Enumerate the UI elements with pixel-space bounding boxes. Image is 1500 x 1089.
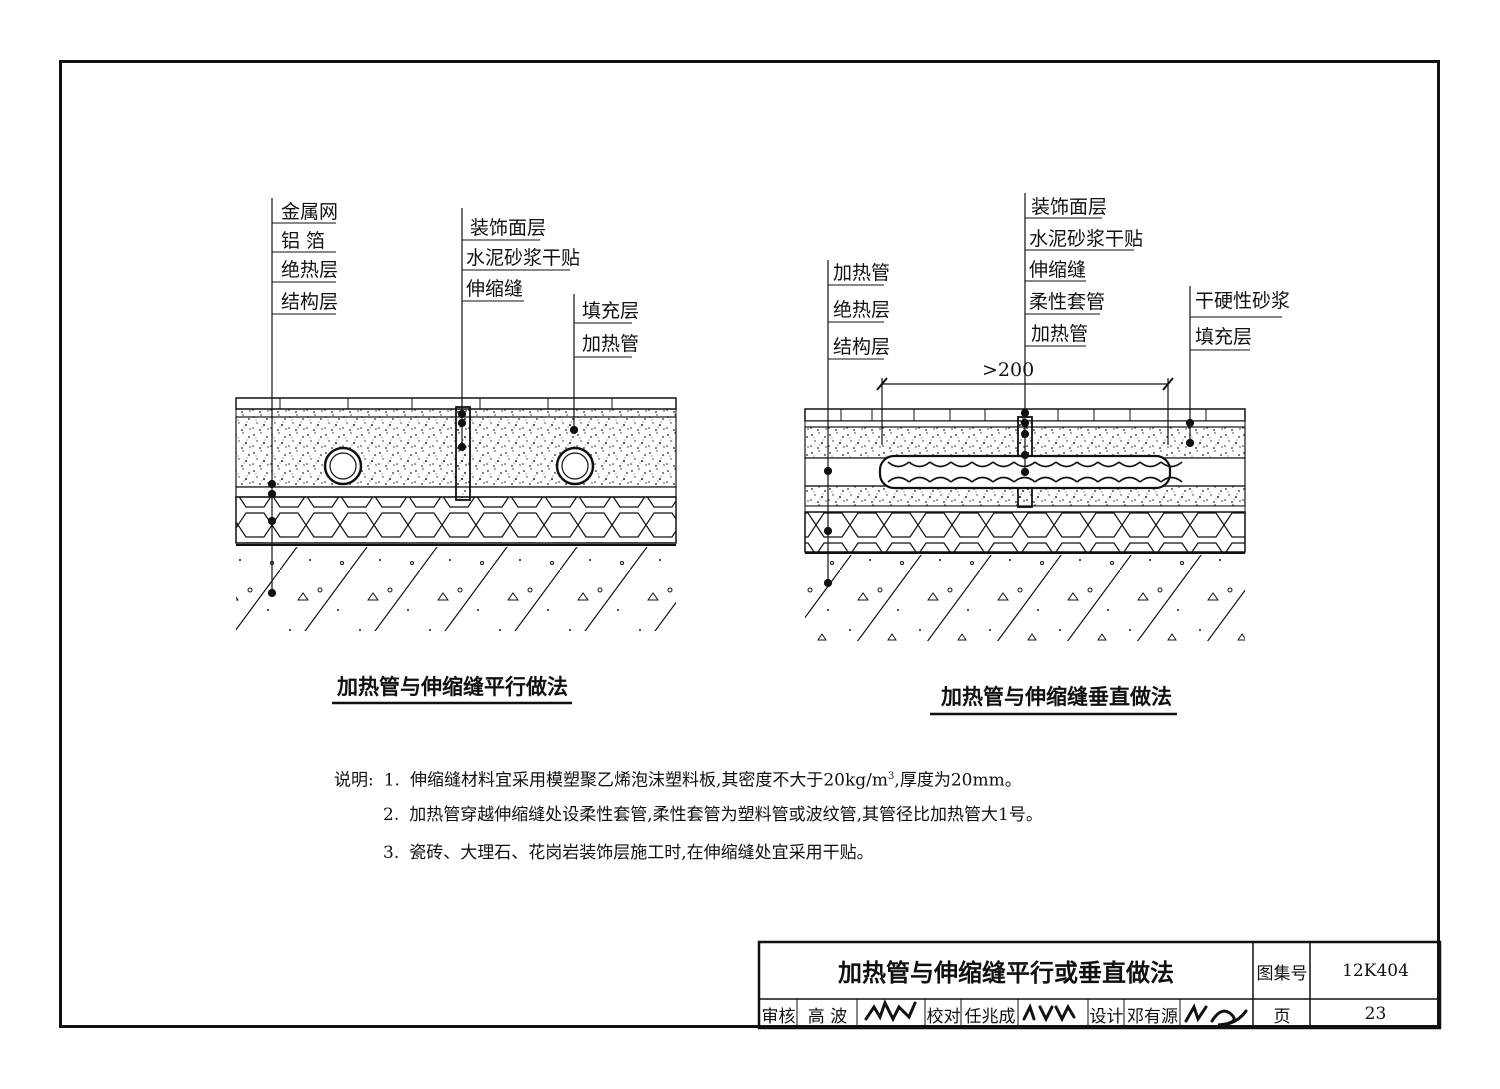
right-caption: 加热管与伸缩缝垂直做法	[940, 685, 1172, 709]
note-3-text: 瓷砖、大理石、花岗岩装饰层施工时,在伸缩缝处宜采用干贴。	[409, 843, 874, 863]
note-1: 说明: 1. 伸缩缝材料宜采用模塑聚乙烯泡沫塑料板,其密度不大于20kg/m3,厚度…	[334, 767, 1022, 791]
title-block-title: 加热管与伸缩缝平行或垂直做法	[838, 958, 1174, 987]
label-metal-mesh: 金属网	[281, 201, 338, 223]
label-fill: 填充层	[582, 300, 639, 322]
note-1-text-end: ,厚度为20mm。	[894, 770, 1022, 791]
design-label: 设计	[1089, 1006, 1124, 1027]
page-number: 23	[1364, 1004, 1387, 1024]
drawing-frame	[59, 60, 1440, 1028]
note-2-text: 加热管穿越伸缩缝处设柔性套管,柔性套管为塑料管或波纹管,其管径比加热管大1号。	[409, 805, 1043, 825]
reviewer-name: 高 波	[807, 1006, 848, 1027]
label-structure: 结构层	[833, 336, 890, 358]
title-block-grid	[757, 940, 1442, 1030]
note-3: 3. 瓷砖、大理石、花岗岩装饰层施工时,在伸缩缝处宜采用干贴。	[383, 843, 874, 863]
right-section: >200 加热管 绝热层 结构层 装饰面层 水泥砂浆干贴 伸缩缝 柔性套管	[804, 193, 1290, 716]
label-finish: 装饰面层	[470, 217, 546, 239]
label-joint: 伸缩缝	[466, 278, 523, 300]
label-pipe: 加热管	[582, 333, 639, 355]
dimension-label: >200	[982, 359, 1034, 381]
label-fill: 填充层	[1195, 326, 1252, 348]
check-label: 校对	[926, 1006, 961, 1027]
signature-checker	[1022, 1003, 1076, 1023]
label-insulation: 绝热层	[833, 299, 890, 321]
signatures	[864, 999, 1248, 1027]
designer-name: 邓有源	[1127, 1006, 1178, 1027]
signature-designer	[1184, 1003, 1248, 1027]
label-finish: 装饰面层	[1031, 196, 1107, 218]
atlas-label: 图集号	[1256, 963, 1308, 984]
note-1-number: 1.	[383, 770, 400, 791]
atlas-number: 12K404	[1342, 961, 1409, 981]
expansion-joint	[455, 406, 471, 501]
label-insulation: 绝热层	[281, 259, 338, 281]
label-pipe: 加热管	[833, 262, 890, 284]
label-mortar: 水泥砂浆干贴	[466, 247, 580, 269]
left-section: 金属网 铝 箔 绝热层 结构层 装饰面层 水泥砂浆干贴 伸缩缝 填充层 加热管 …	[235, 198, 677, 705]
label-structure: 结构层	[281, 291, 338, 313]
note-1-superscript: 3	[888, 771, 895, 782]
note-2: 2. 加热管穿越伸缩缝处设柔性套管,柔性套管为塑料管或波纹管,其管径比加热管大1号…	[383, 805, 1043, 825]
label-sleeve: 柔性套管	[1029, 291, 1105, 313]
note-2-number: 2.	[383, 805, 400, 825]
left-caption: 加热管与伸缩缝平行做法	[336, 675, 568, 699]
note-3-number: 3.	[383, 843, 400, 863]
checker-name: 任兆成	[964, 1006, 1016, 1027]
label-dry-mortar: 干硬性砂浆	[1195, 290, 1290, 312]
label-joint: 伸缩缝	[1029, 259, 1086, 281]
label-aluminum-foil: 铝 箔	[281, 230, 325, 252]
signature-reviewer	[864, 999, 917, 1023]
label-mortar: 水泥砂浆干贴	[1029, 228, 1143, 250]
note-prefix: 说明:	[334, 770, 374, 791]
note-1-text: 伸缩缝材料宜采用模塑聚乙烯泡沫塑料板,其密度不大于20kg/m	[409, 770, 889, 791]
review-label: 审核	[761, 1006, 796, 1027]
page-label: 页	[1273, 1006, 1291, 1027]
label-pipe-2: 加热管	[1031, 323, 1088, 345]
